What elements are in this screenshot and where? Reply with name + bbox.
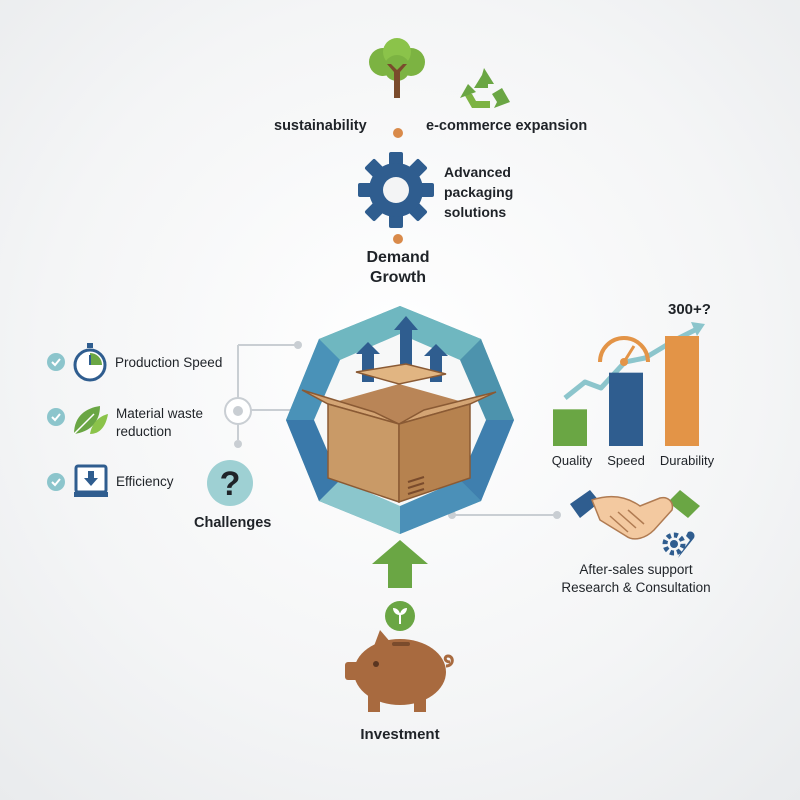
left-node-bottom	[234, 440, 242, 448]
check-icon-3	[47, 473, 65, 491]
stopwatch-icon	[73, 343, 107, 382]
tree-icon	[369, 38, 425, 98]
left-node-top	[294, 341, 302, 349]
production-speed-label: Production Speed	[115, 355, 223, 370]
check-icon-1	[47, 353, 65, 371]
sustainability-label: sustainability	[274, 118, 367, 134]
recycle-icon	[460, 68, 510, 108]
bar-quality	[553, 409, 587, 446]
bar-durability	[665, 336, 699, 446]
check-icon-2	[47, 408, 65, 426]
bar-label-speed: Speed	[607, 453, 645, 468]
efficiency-label: Efficiency	[116, 474, 174, 489]
handshake-icon	[570, 490, 700, 540]
leaf-icon	[73, 406, 108, 435]
green-arrow-up-icon	[372, 540, 428, 588]
piggy-bank-icon	[345, 630, 454, 712]
investment-label: Investment	[360, 726, 440, 743]
gear-wrench-icon	[662, 531, 695, 558]
svg-text:?: ?	[220, 465, 241, 503]
material-waste-label: Material waste reduction	[116, 406, 204, 439]
challenges-label: Challenges	[194, 515, 272, 531]
bar-chart	[553, 322, 705, 446]
gear-icon	[358, 152, 434, 228]
right-node-b	[553, 511, 561, 519]
download-screen-icon	[74, 464, 108, 497]
demand-growth-label: Demand Growth	[366, 249, 430, 286]
bar-speed	[609, 372, 643, 446]
bar-label-quality: Quality	[551, 453, 593, 468]
chart-annotation: 300+?	[668, 301, 711, 318]
bar-label-durability: Durability	[659, 453, 715, 468]
question-icon: ?	[207, 460, 253, 506]
cardboard-box-icon	[301, 363, 497, 504]
ecommerce-label: e-commerce expansion	[426, 118, 588, 134]
advanced-packaging-label: Advanced packaging solutions	[444, 164, 514, 220]
gauge-icon	[598, 336, 650, 366]
top-dot-2	[393, 234, 403, 244]
support-label: After-sales support Research & Consultat…	[561, 562, 711, 595]
sprout-icon	[385, 601, 415, 631]
top-dot-1	[393, 128, 403, 138]
target-node-icon	[224, 397, 252, 425]
